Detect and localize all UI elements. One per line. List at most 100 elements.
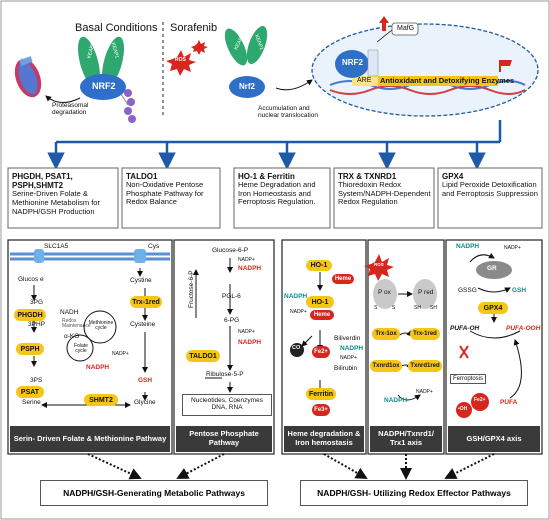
panel-label-heme: Heme degradation & Iron hemostasis (284, 426, 364, 452)
target-title-serine: PHGDH, PSAT1, PSPH,SHMT2 (12, 172, 73, 191)
oh-radical-label: •OH (458, 406, 468, 412)
p-ox-label: P ox (378, 289, 391, 296)
gsh-gpx-label: GSH (512, 287, 527, 294)
co-label: CO (292, 345, 301, 351)
methionine-cycle-label: Methionine cycle (88, 320, 114, 332)
gsh-serine-label: GSH (138, 377, 153, 384)
pufa-oh-label: PUFA-OH (450, 325, 480, 332)
target-desc-trx: Thioredoxin Redox System/NADPH-Dependent… (338, 180, 431, 207)
redox-maintenance-label: Redox Maintenance (62, 318, 91, 330)
are-label: ARE (357, 77, 372, 84)
psat-enzyme: PSAT (16, 386, 44, 398)
nadph-serine-label: NADPH (86, 364, 110, 371)
ppp-products-box: Nucleotides, Coenzymes DNA, RNA (182, 394, 272, 416)
mafg-label: MafG (397, 25, 415, 32)
target-title-trx: TRX & TXNRD1 (338, 172, 397, 181)
6pg-label: 6-PG (224, 317, 240, 324)
nadp-ppp-1: NADP+ (238, 257, 255, 263)
nadp-trx-label: NADP+ (416, 389, 433, 395)
target-desc-serine: Serine-Driven Folate & Methionine Metabo… (12, 189, 100, 216)
target-box-serine: PHGDH, PSAT1, PSPH,SHMT2 Serine-Driven F… (12, 172, 116, 216)
generating-pathways-box: NADPH/GSH-Generating Metabolic Pathways (40, 480, 268, 506)
target-desc-taldo: Non-Oxidative Pentose Phosphate Pathway … (126, 180, 204, 207)
bilirubin-label: Bilirubin (334, 365, 358, 372)
nadp-gpx-label: NADP+ (504, 245, 521, 251)
3pg-label: 3PG (30, 299, 44, 306)
fructose-6p-label: Fructose-6-P (188, 270, 195, 308)
nadp-ppp-2: NADP+ (238, 329, 255, 335)
panel-label-gpx: GSH/GPX4 axis (448, 426, 540, 452)
target-title-taldo: TALDO1 (126, 172, 158, 181)
cysteine-label: Cysteine (130, 321, 156, 328)
nadp-heme-2: NADP+ (340, 355, 357, 361)
nadph-trx-label: NADPH (384, 397, 408, 404)
slc-label: SLC1A5 (44, 243, 69, 250)
fe-gpx-label: Fe2+ (474, 397, 486, 403)
keap1-nrf2-complex-left (78, 36, 136, 123)
pufa-ooh-label: PUFA-OOH (506, 325, 541, 332)
nadph-ppp-2: NADPH (238, 339, 262, 346)
shmt2-enzyme: SHMT2 (84, 394, 118, 406)
trx1-red-trx-enzyme: Trx-1red (410, 328, 440, 340)
3ps-label: 3PS (30, 377, 43, 384)
target-title-gpx4: GPX4 (442, 172, 464, 181)
ho1-enzyme: HO-1 (306, 296, 334, 308)
trx1-red-enzyme: Trx-1red (130, 296, 162, 308)
ferroptosis-box: Ferroptosis (450, 374, 487, 385)
nrf2-nucleus-label: NRF2 (342, 58, 363, 67)
accumulation-label: Accumulation and nuclear translocation (258, 105, 318, 120)
nrf2-middle-label: Nrf2 (239, 82, 256, 91)
glucose-label: Glucos e (18, 276, 44, 283)
fe2-badge: Fe2+ (312, 346, 330, 358)
serine-label: Serine (22, 399, 41, 406)
pufa-label: PUFA (500, 399, 518, 406)
sorafenib-label: Sorafenib (170, 22, 218, 34)
cystine-label: Cystine (130, 277, 152, 284)
target-desc-heme: Heme Degradation and Iron Homeostasis an… (238, 180, 316, 207)
nadp-heme-1: NADP+ (290, 309, 307, 315)
ros-trx-badge: ROS (374, 262, 384, 267)
phgdh-enzyme: PHGDH (14, 309, 46, 321)
pgl6-label: PGL-6 (222, 293, 241, 300)
fe3-badge: Fe3+ (312, 404, 330, 416)
sh-right-label: SH (430, 305, 437, 311)
panel-label-trx: NADPH/Txnrd1/ Trx1 axis (370, 426, 442, 452)
target-box-heme: HO-1 & Ferritin Heme Degradation and Iro… (238, 172, 328, 207)
target-box-gpx4: GPX4 Lipid Peroxide Detoxification and F… (442, 172, 540, 198)
target-box-trx: TRX & TXNRD1 Thioredoxin Redox System/NA… (338, 172, 432, 207)
ferritin-enzyme: Ferritin (306, 388, 336, 400)
ribulose-5p-label: Ribulose-5-P (206, 371, 244, 378)
target-desc-gpx4: Lipid Peroxide Detoxification and Ferrop… (442, 180, 538, 198)
panel-label-serine: Serin- Driven Folate & Methionine Pathwa… (10, 426, 170, 452)
p-red-label: P red (418, 289, 434, 296)
nadph-heme-2: NADPH (340, 345, 364, 352)
target-title-heme: HO-1 & Ferritin (238, 172, 295, 181)
folate-cycle-label: Folate cycle (74, 343, 88, 355)
basal-conditions-label: Basal Conditions (75, 22, 158, 34)
nrf2-left-label: NRF2 (92, 81, 116, 91)
glycine-label: Glycine (134, 399, 156, 406)
nadph-gpx-label: NADPH (456, 243, 480, 250)
sh-left-label: SH (414, 305, 421, 311)
cys-label: Cys (148, 243, 160, 250)
keap1-complex-middle (224, 26, 268, 98)
ho1-top-enzyme: HO-1 (306, 260, 332, 271)
3php-label: 3PHP (28, 321, 45, 328)
trx1-ox-enzyme: Trx-1ox (372, 328, 400, 340)
glucose-6p-label: Glucose-6-P (212, 247, 249, 254)
psph-enzyme: PSPH (16, 343, 44, 355)
heme-badge: Heme (332, 274, 354, 284)
s-left-label: S (374, 305, 378, 311)
gpx4-enzyme: GPX4 (478, 302, 508, 314)
proteasomal-degradation-label: Proteasomal degradation (52, 102, 89, 117)
utilizing-pathways-box: NADPH/GSH- Utilizing Redox Effector Path… (300, 480, 528, 506)
txnrd1-ox-enzyme: Txnrd1ox (370, 360, 402, 372)
gssg-label: GSSG (458, 287, 477, 294)
biliverdin-label: Biliverdin (334, 335, 361, 342)
enzymes-label: Antioxidant and Detoxifying Enzymes (380, 76, 515, 85)
akg-label: α-KG (64, 333, 80, 340)
heme-badge-2: Heme (310, 310, 334, 320)
panel-label-ppp: Pentose Phosphate Pathway (176, 426, 272, 452)
